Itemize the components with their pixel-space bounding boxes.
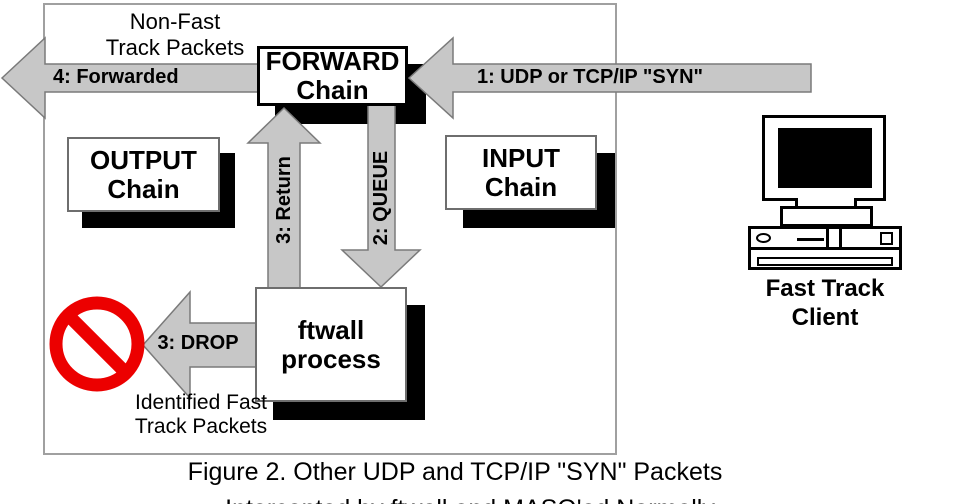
arrow-syn xyxy=(407,36,812,120)
computer-neck-icon xyxy=(795,198,857,208)
arrow-forwarded-label: 4: Forwarded xyxy=(53,66,179,88)
output-chain-label-line1: OUTPUT xyxy=(90,144,197,175)
identified-line1: Identified Fast xyxy=(135,391,267,414)
fast-track-client-label: Fast Track Client xyxy=(740,274,910,332)
client-label-line1: Fast Track xyxy=(765,275,885,302)
figure-caption-line2-clipped: Intercepted by ftwall and MASQ'ed Normal… xyxy=(130,495,810,504)
panel-divider-icon xyxy=(839,229,842,247)
ftwall-label-line1: ftwall xyxy=(297,314,365,345)
input-chain-box: INPUT Chain xyxy=(445,135,597,210)
ftwall-label-line2: process xyxy=(281,343,381,374)
forward-chain-label-line2: Chain xyxy=(296,75,369,105)
forward-chain-box: FORWARD Chain xyxy=(257,46,408,106)
panel-divider-icon xyxy=(826,229,829,247)
input-chain-label-line2: Chain xyxy=(484,171,558,202)
computer-base-unit-icon xyxy=(748,226,902,270)
output-chain-box: OUTPUT Chain xyxy=(67,137,220,212)
non-fast-line1: Non-Fast xyxy=(129,9,221,34)
no-entry-icon xyxy=(49,296,145,392)
disk-slot-icon xyxy=(880,232,893,245)
unit-divider-line xyxy=(750,247,900,250)
arrow-syn-label: 1: UDP or TCP/IP "SYN" xyxy=(476,66,704,88)
power-button-icon xyxy=(756,233,771,243)
cd-tray-icon xyxy=(757,257,893,266)
non-fast-line2: Track Packets xyxy=(105,35,245,60)
non-fast-track-note: Non-Fast Track Packets xyxy=(90,9,260,61)
drive-slot-line-icon xyxy=(797,238,824,241)
arrow-return-label: 3: Return xyxy=(273,156,295,244)
ftwall-process-box: ftwall process xyxy=(255,287,407,402)
computer-screen-icon xyxy=(778,128,872,188)
client-label-line2: Client xyxy=(791,304,859,331)
computer-monitor-icon xyxy=(762,115,886,201)
arrow-drop-label: 3: DROP xyxy=(157,332,239,354)
figure-caption: Figure 2. Other UDP and TCP/IP "SYN" Pac… xyxy=(187,458,723,486)
arrow-queue-label: 2: QUEUE xyxy=(370,150,392,246)
output-chain-label-line2: Chain xyxy=(107,173,180,204)
identified-fast-track-note: Identified Fast Track Packets xyxy=(115,391,287,439)
computer-pedestal-icon xyxy=(780,206,873,227)
forward-chain-label-line1: FORWARD xyxy=(265,46,400,76)
identified-line2: Track Packets xyxy=(134,415,268,438)
input-chain-label-line1: INPUT xyxy=(482,142,560,173)
arrow-queue xyxy=(340,104,422,289)
